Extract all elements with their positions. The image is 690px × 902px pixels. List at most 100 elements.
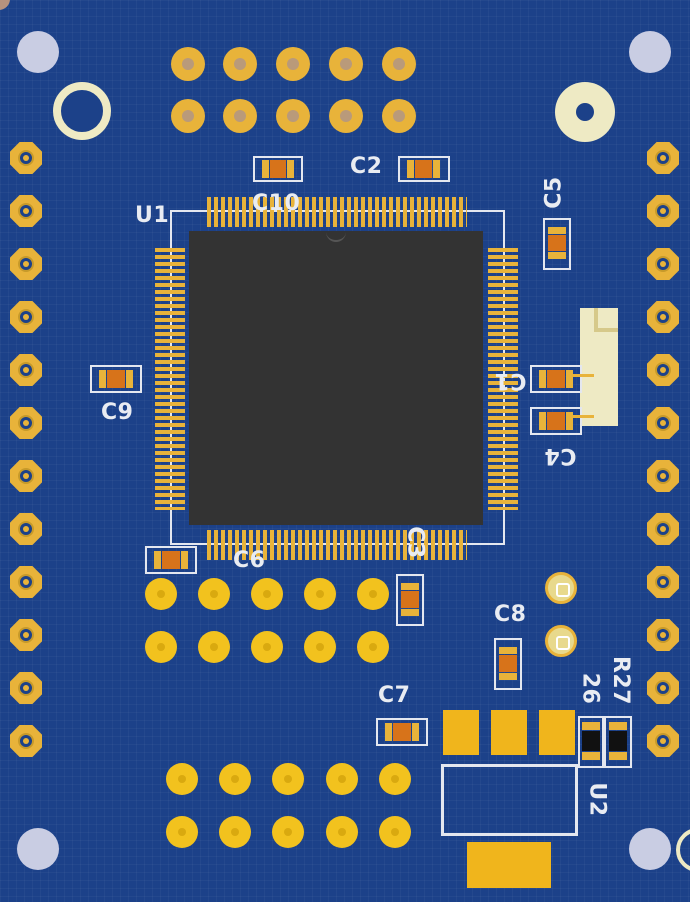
c4-pad [566,412,573,430]
c5-label: C5 [541,176,567,209]
bottom-header-pin [326,763,358,795]
middle-header-pin [357,631,389,663]
right-header-pin [647,195,679,227]
c4-outline [530,407,582,435]
c9-outline [90,365,142,393]
mounting-hole-top-right [629,31,671,73]
mounting-hole-bottom-right [629,828,671,870]
c3-pad [401,609,419,616]
middle-header-pin [304,631,336,663]
right-header-pin [647,725,679,757]
c7-pad [385,723,392,741]
top-header-pin [382,47,416,81]
c1-pad [566,370,573,388]
c2-pad [433,160,440,178]
bottom-header-pin [166,816,198,848]
c8-label: C8 [494,602,527,627]
left-header-pin [10,566,42,598]
top-header-pin [223,47,257,81]
c4-body [547,412,565,430]
c10-pad [287,160,294,178]
middle-header-pin [198,631,230,663]
right-header-pin [647,513,679,545]
u1-leads-bottom [207,530,467,560]
u2-tab [467,842,551,888]
trace [572,415,594,418]
r26-pad [582,752,600,760]
c10-outline [253,156,303,182]
c4-label: C4 [544,443,577,468]
top-header-pin [171,99,205,133]
c1-label: C1 [494,368,527,393]
fiducial-ring-right [555,82,615,142]
right-header-pin [647,619,679,651]
right-header-pin [647,142,679,174]
fiducial-ring-left [53,82,111,140]
bottom-header-pin [379,763,411,795]
u2-label: U2 [584,782,610,817]
top-header-pin [276,99,310,133]
crystal-inner [594,308,598,332]
right-header-pin [647,354,679,386]
bottom-header-pin [379,816,411,848]
mounting-hole-top-left [17,31,59,73]
edge-ring-bottom-right [676,828,690,872]
c10-label: C10 [252,191,301,216]
middle-header-pin [145,631,177,663]
c8-pad [499,647,517,654]
u1-label: U1 [135,203,170,228]
top-header-pin [223,99,257,133]
c6-outline [145,546,197,574]
left-header-pin [10,619,42,651]
u2-pin-1 [443,710,479,755]
top-header-pin [171,47,205,81]
test-point-1 [545,572,577,604]
c10-pad [262,160,269,178]
u1-pin1-marker [326,226,346,242]
c6-label: C6 [233,548,266,573]
c9-label: C9 [101,400,134,425]
test-point-2 [545,625,577,657]
u1-leads-top [207,197,467,227]
c9-pad [99,370,106,388]
left-header-pin [10,142,42,174]
c5-pad [548,227,566,234]
middle-header-pin [198,578,230,610]
bottom-header-pin [326,816,358,848]
c2-body [415,160,432,178]
c9-body [107,370,125,388]
c6-pad [154,551,161,569]
c5-pad [548,252,566,259]
top-header-pin [382,99,416,133]
c7-label: C7 [378,683,411,708]
u2-pin-2 [491,710,527,755]
mounting-hole-bottom-left [17,828,59,870]
r27-body [609,731,627,751]
c5-body [548,235,566,251]
c4-pad [539,412,546,430]
u1-leads-right [488,248,518,510]
c7-body [393,723,411,741]
r27-label: R27 [608,655,634,706]
left-header-pin [10,460,42,492]
bottom-header-pin [272,763,304,795]
left-header-pin [10,672,42,704]
c2-pad [407,160,414,178]
c7-outline [376,718,428,746]
right-header-pin [647,301,679,333]
c2-label: C2 [350,154,383,179]
left-header-pin [10,513,42,545]
c10-body [270,160,286,178]
u1-leads-left [155,248,185,510]
c3-label: C3 [402,526,428,559]
c8-pad [499,673,517,680]
c9-pad [126,370,133,388]
c3-pad [401,583,419,590]
crystal-inner [594,328,618,332]
right-header-pin [647,672,679,704]
left-header-pin [10,725,42,757]
c1-outline [530,365,582,393]
r27-pad [609,722,627,730]
right-header-pin [647,566,679,598]
